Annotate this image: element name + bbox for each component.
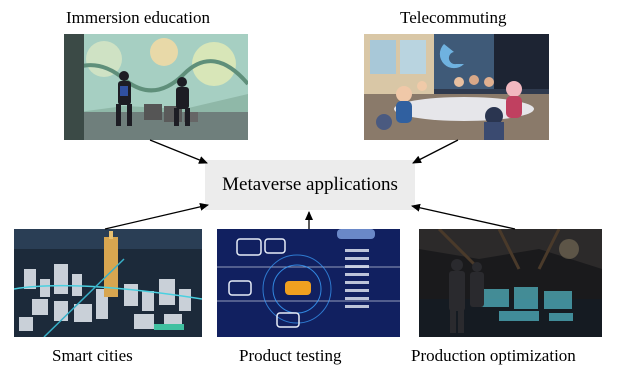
immersion-education-image	[64, 34, 248, 140]
telecommuting-image	[364, 34, 549, 140]
label-product-testing: Product testing	[239, 346, 342, 365]
arrow-production-to-center	[411, 203, 516, 230]
label-telecommuting: Telecommuting	[400, 8, 507, 27]
arrow-immersion-to-center	[149, 139, 208, 164]
label-production-optimization: Production optimization	[411, 346, 576, 365]
smart-cities-image	[14, 229, 202, 337]
arrow-telecommuting-to-center	[412, 139, 459, 164]
label-immersion-education: Immersion education	[66, 8, 210, 27]
production-optimization-image	[419, 229, 602, 337]
metaverse-applications-node: Metaverse applications	[205, 160, 415, 210]
product-testing-image	[217, 229, 400, 337]
arrow-smart-cities-to-center	[104, 202, 209, 230]
label-smart-cities: Smart cities	[52, 346, 133, 365]
metaverse-applications-label: Metaverse applications	[222, 174, 398, 195]
